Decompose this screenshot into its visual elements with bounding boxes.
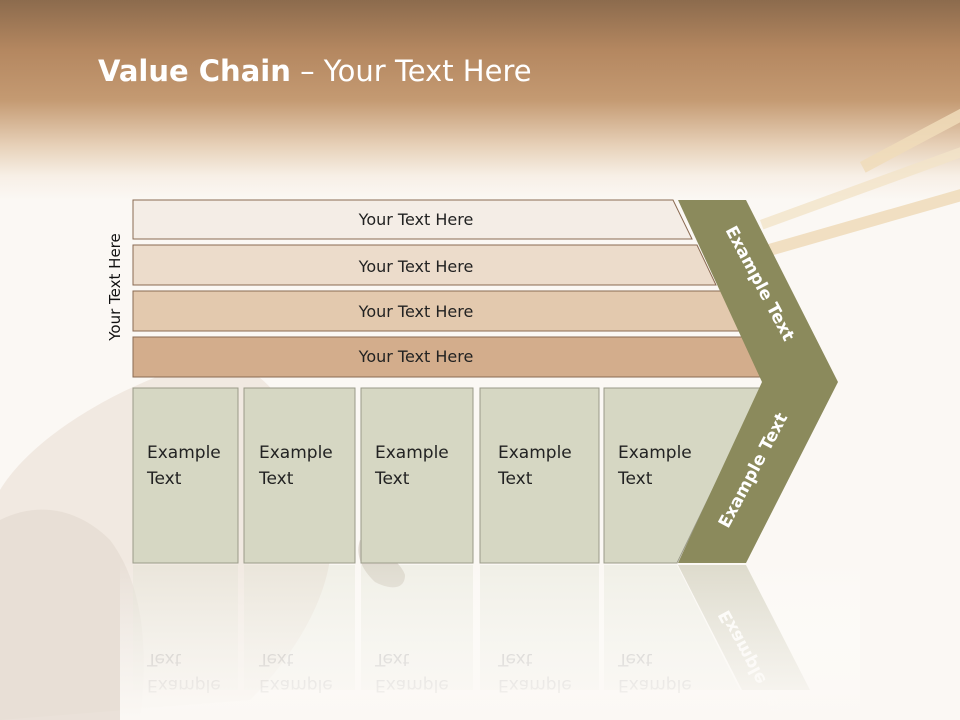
title-bold: Value Chain	[98, 54, 291, 88]
primary-box-4-line1: Example	[498, 443, 572, 463]
primary-box-2-line1: Example	[259, 443, 333, 463]
primary-box-1-line1: Example	[147, 443, 221, 463]
support-bar-3-label: Your Text Here	[358, 302, 474, 321]
margin-chevron	[678, 200, 838, 563]
title-rest: – Your Text Here	[290, 54, 532, 88]
header-band	[0, 0, 960, 200]
primary-box-2	[243, 387, 356, 564]
primary-box-2-line2: Text	[258, 469, 294, 489]
primary-box-1	[132, 387, 239, 564]
primary-box-3-line1: Example	[375, 443, 449, 463]
support-bar-1	[132, 199, 693, 240]
primary-box-3-line2: Text	[374, 469, 410, 489]
slide-title: Value Chain – Your Text Here	[98, 54, 532, 88]
support-bar-2-label: Your Text Here	[358, 257, 474, 276]
support-bar-4-label: Your Text Here	[358, 347, 474, 366]
primary-box-5-line1: Example	[618, 443, 692, 463]
primary-box-3	[360, 387, 474, 564]
reflection-fade	[120, 560, 860, 720]
support-bar-2	[132, 244, 717, 286]
primary-box-4	[479, 387, 600, 564]
support-bar-1-label: Your Text Here	[358, 210, 474, 229]
primary-box-5-line2: Text	[617, 469, 653, 489]
primary-box-1-line2: Text	[146, 469, 182, 489]
primary-box-4-line2: Text	[497, 469, 533, 489]
